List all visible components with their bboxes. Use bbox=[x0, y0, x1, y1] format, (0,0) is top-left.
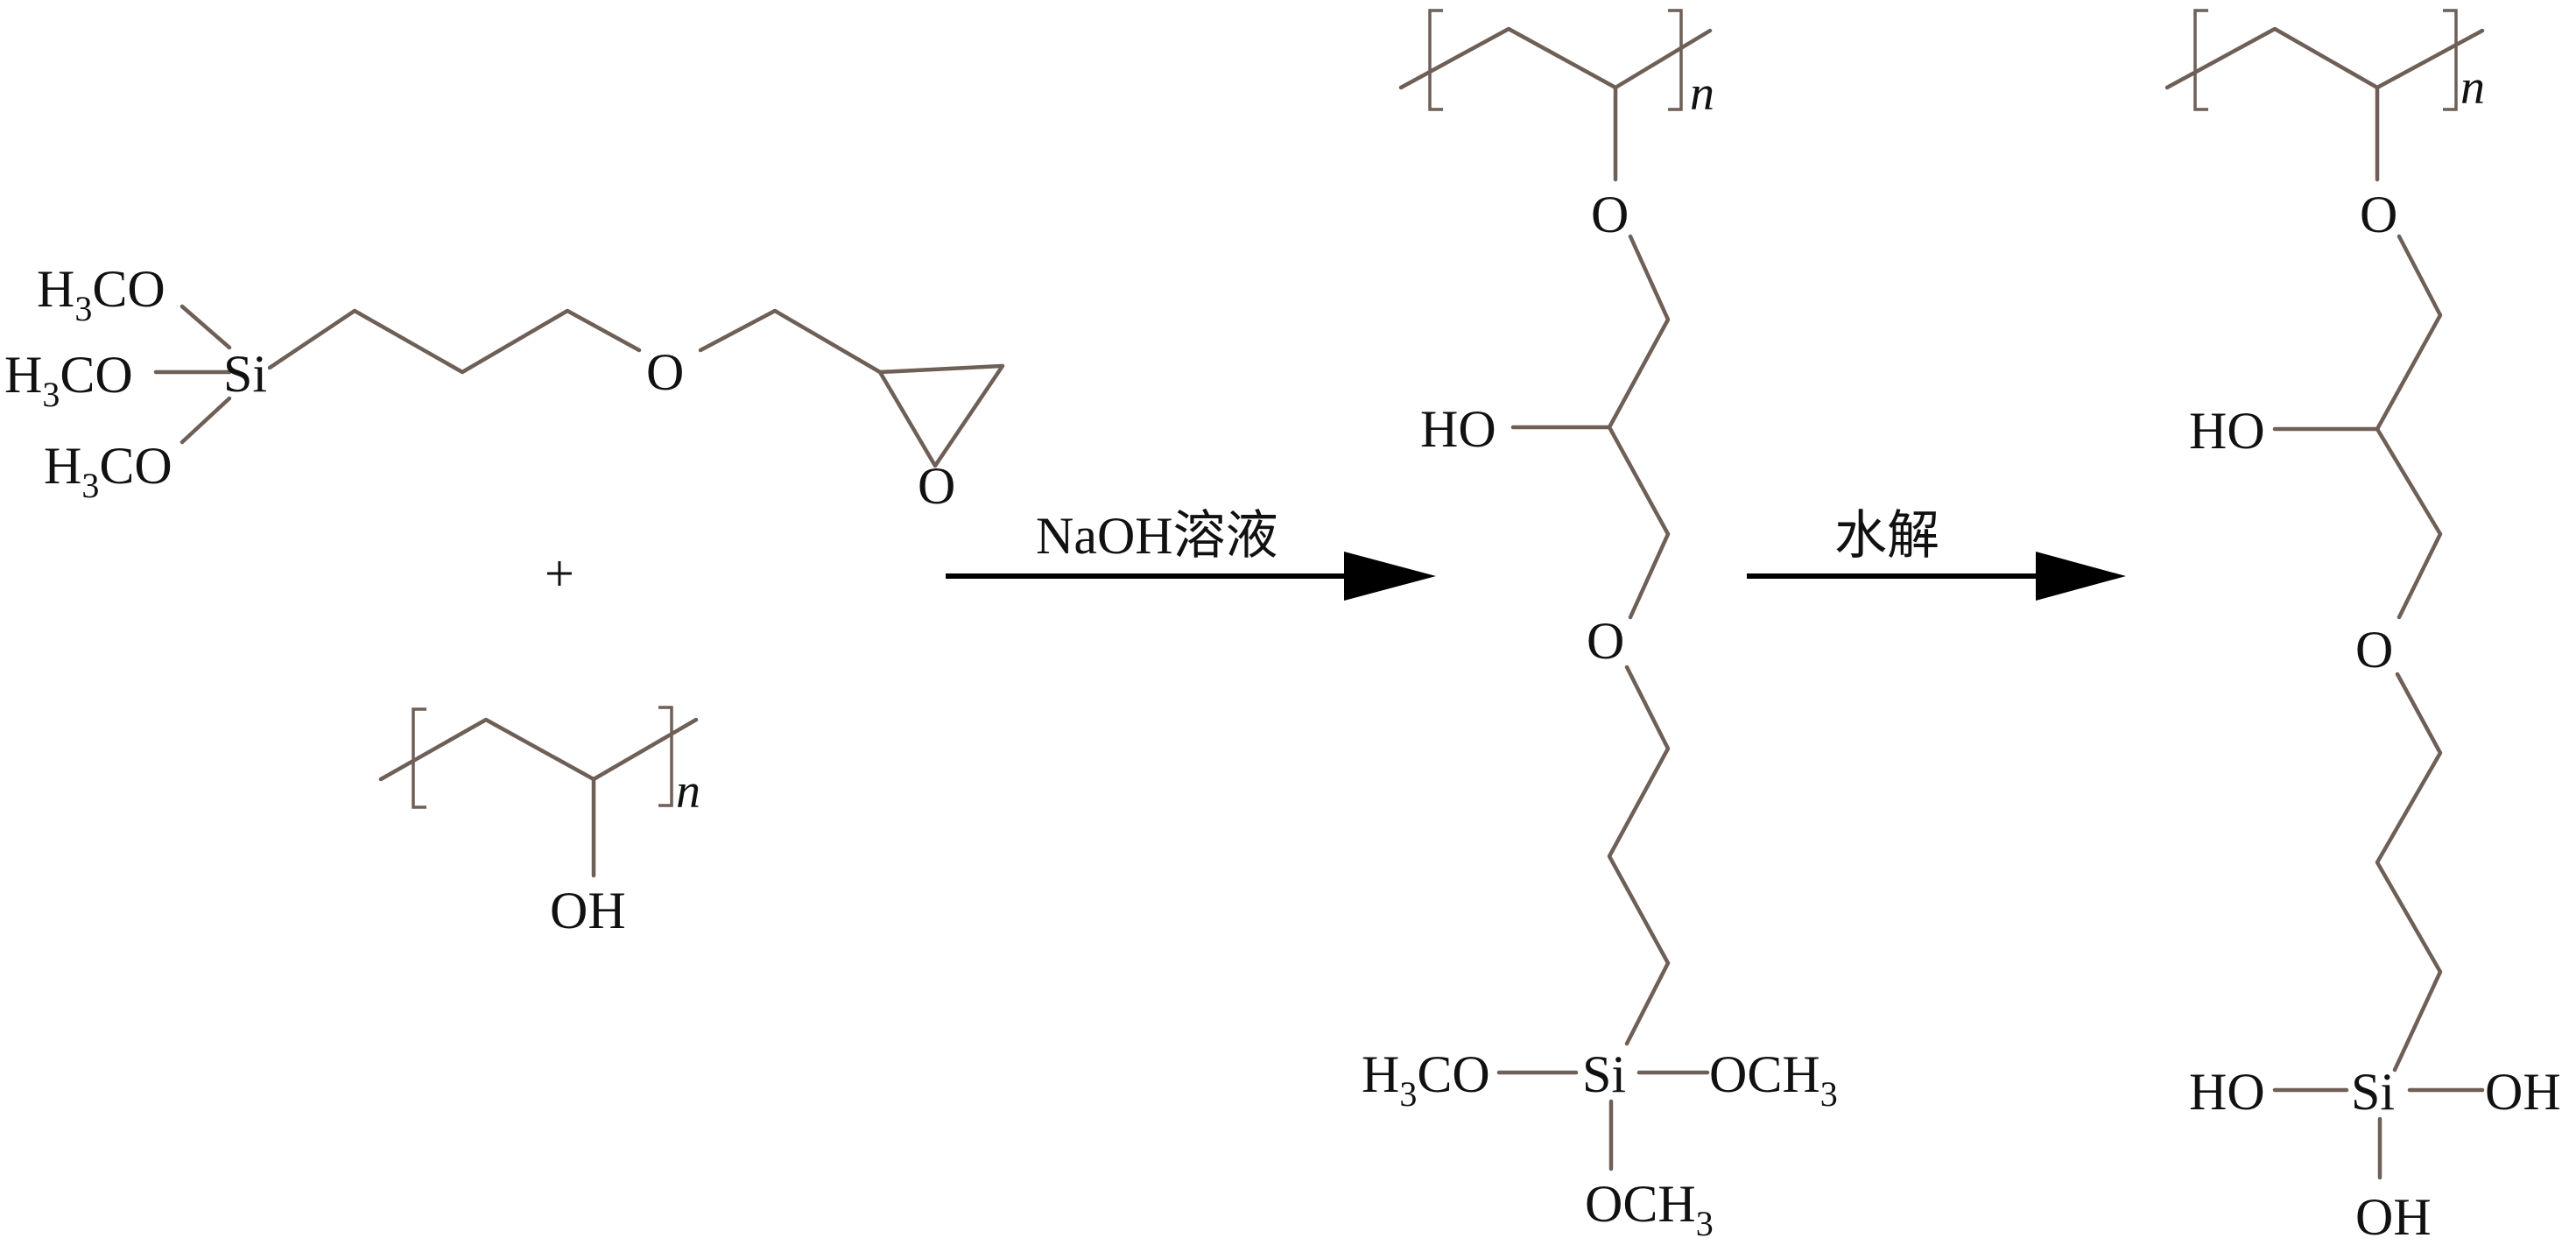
reaction-arrow-2: 水解 bbox=[1747, 507, 2126, 601]
final-product: n O HO O Si HO OH OH bbox=[2164, 9, 2561, 1245]
methoxy-label-3: H3CO bbox=[44, 437, 172, 505]
methoxy-bottom-label: OCH3 bbox=[1585, 1175, 1714, 1243]
plus-sign: + bbox=[545, 545, 574, 602]
ether-oxygen-2-label: O bbox=[1587, 612, 1624, 670]
silanol-bottom-label: OH bbox=[2355, 1188, 2432, 1245]
pva-reactant: n OH bbox=[378, 706, 700, 939]
ether-oxygen-2-label: O bbox=[2355, 621, 2393, 679]
ether-oxygen-label: O bbox=[646, 343, 684, 401]
methoxy-label-1: H3CO bbox=[37, 260, 165, 328]
repeat-unit-n: n bbox=[1690, 67, 1714, 121]
methoxy-right-label: OCH3 bbox=[1709, 1045, 1838, 1114]
pva-hydroxyl-label: OH bbox=[550, 882, 626, 939]
repeat-unit-n: n bbox=[2460, 60, 2485, 115]
repeat-unit-n: n bbox=[676, 764, 700, 819]
arrow-1-condition: NaOH溶液 bbox=[1036, 507, 1278, 565]
methoxy-left-label: H3CO bbox=[1362, 1045, 1490, 1114]
si-atom-label: Si bbox=[223, 345, 267, 403]
silane-reactant: H3CO H3CO H3CO Si O O bbox=[4, 260, 1005, 515]
silanol-right-label: OH bbox=[2485, 1063, 2561, 1121]
silanol-left-label: HO bbox=[2189, 1063, 2265, 1121]
ether-oxygen-1-label: O bbox=[2360, 186, 2397, 243]
intermediate-product: n O HO O Si H3CO OCH3 OCH3 bbox=[1362, 9, 1838, 1243]
si-atom-label: Si bbox=[1582, 1045, 1626, 1103]
si-atom-label: Si bbox=[2351, 1063, 2395, 1121]
secondary-hydroxyl-label: HO bbox=[2189, 402, 2265, 460]
secondary-hydroxyl-label: HO bbox=[1420, 400, 1496, 458]
methoxy-label-2: H3CO bbox=[4, 346, 133, 414]
arrow-2-condition: 水解 bbox=[1834, 507, 1939, 565]
ether-oxygen-1-label: O bbox=[1591, 186, 1629, 243]
reaction-arrow-1: NaOH溶液 bbox=[946, 507, 1436, 601]
epoxide-oxygen-label: O bbox=[918, 457, 955, 515]
